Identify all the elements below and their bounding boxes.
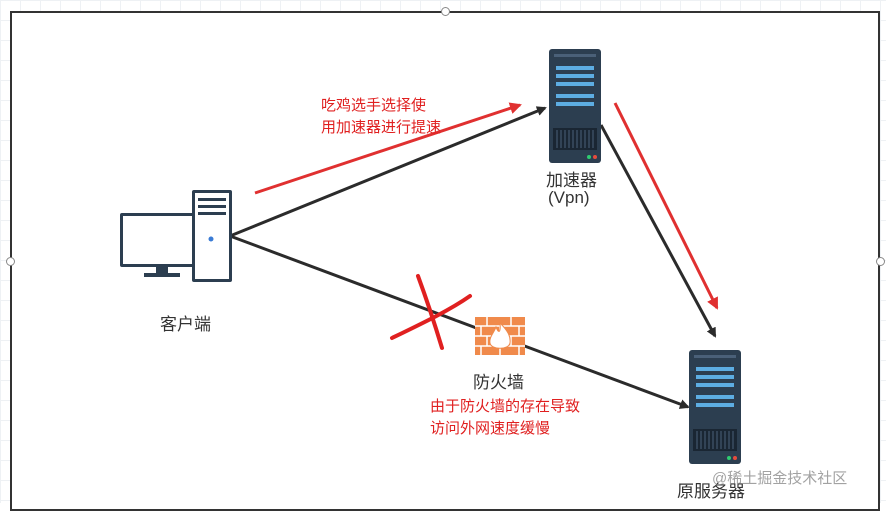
client-computer-icon [120, 190, 232, 282]
accelerator-sublabel: (Vpn) [548, 188, 590, 207]
accelerate-annotation-line2: 用加速器进行提速 [321, 119, 442, 136]
origin-server-icon [689, 350, 741, 464]
accelerate-annotation-line1: 吃鸡选手选择使 [321, 97, 427, 114]
accelerator-label: 加速器 [546, 171, 597, 190]
resize-handle-top[interactable] [441, 7, 450, 16]
blocked-x-mark [390, 274, 472, 350]
edge-accelerator-origin [599, 124, 717, 338]
red-arrow-route [613, 102, 719, 310]
origin-label: 原服务器 [677, 482, 745, 501]
client-label: 客户端 [160, 315, 211, 334]
resize-handle-right[interactable] [876, 257, 885, 266]
watermark: @稀土掘金技术社区 [712, 470, 848, 487]
edge-client-origin [229, 234, 690, 409]
firewall-annotation-line1: 由于防火墙的存在导致 [430, 398, 581, 415]
resize-handle-left[interactable] [6, 257, 15, 266]
firewall-annotation-line2: 访问外网速度缓慢 [430, 420, 551, 437]
firewall-icon [475, 317, 525, 355]
edge-client-accelerator [229, 106, 547, 238]
accelerator-server-icon [549, 49, 601, 163]
firewall-label: 防火墙 [473, 373, 524, 392]
red-arrow-accelerate [254, 102, 522, 195]
